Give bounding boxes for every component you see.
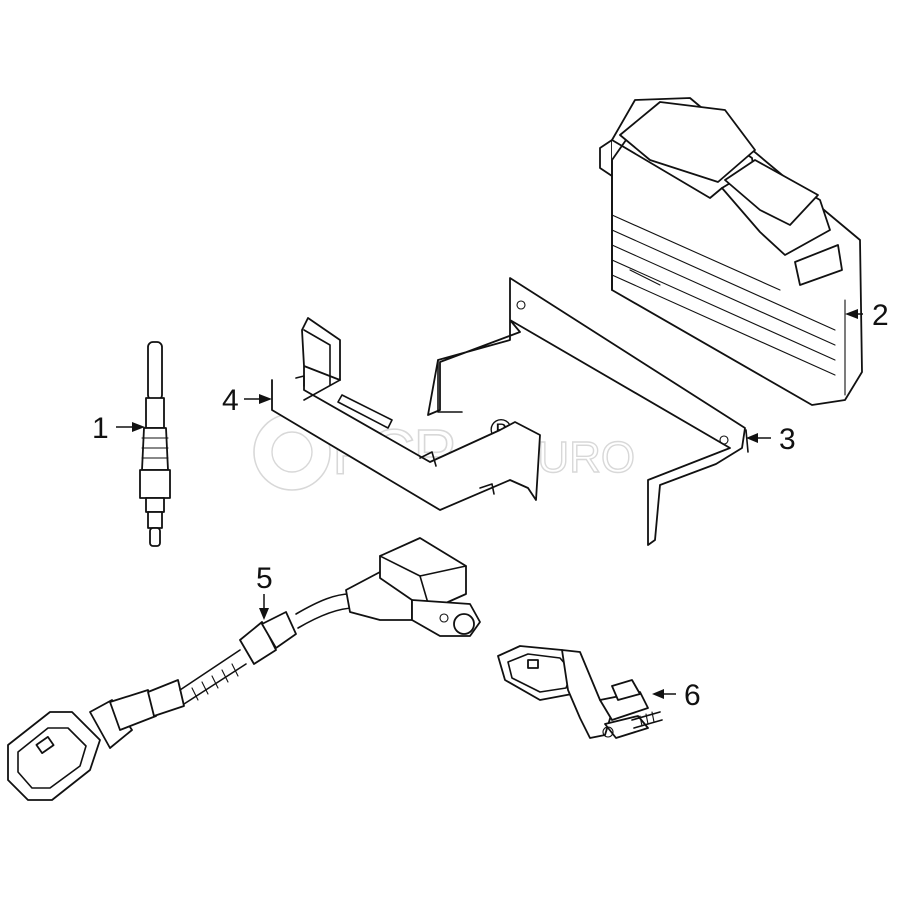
arrowhead-1	[132, 422, 145, 432]
mounting-bracket-icon	[427, 277, 749, 546]
callout-label-5: 5	[256, 562, 273, 595]
callout-label-2: 2	[872, 299, 889, 332]
callout-4: 4	[222, 384, 272, 417]
bracket-icon	[271, 317, 541, 511]
callout-5: 5	[256, 562, 273, 620]
callout-label-1: 1	[92, 412, 109, 445]
callout-3: 3	[746, 423, 796, 456]
arrowhead-3	[746, 433, 758, 443]
callout-6: 6	[652, 679, 701, 712]
camshaft-sensor-icon	[7, 537, 481, 801]
callout-1: 1	[92, 412, 145, 445]
arrowhead-5	[259, 608, 269, 620]
arrowhead-4	[259, 394, 272, 404]
arrowhead-6	[652, 689, 664, 699]
callout-label-3: 3	[779, 423, 796, 456]
control-module-icon	[599, 97, 863, 406]
glow-plug-icon	[139, 341, 171, 547]
crankshaft-sensor-icon	[497, 645, 663, 739]
callout-2: 2	[845, 299, 889, 332]
callout-label-6: 6	[684, 679, 701, 712]
callout-label-4: 4	[222, 384, 239, 417]
arrowhead-2	[845, 309, 858, 319]
